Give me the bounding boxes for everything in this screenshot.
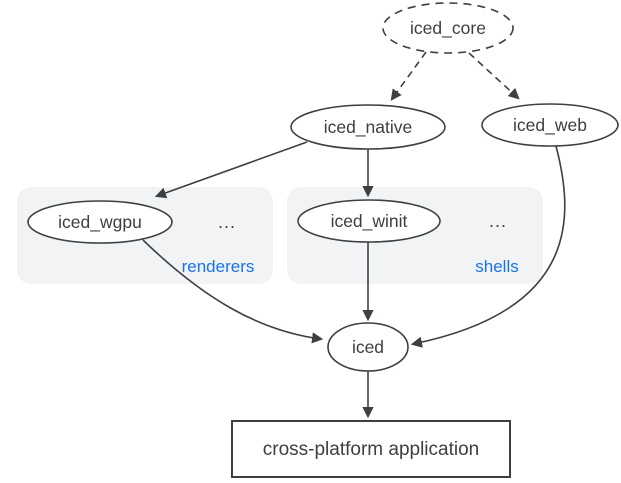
edge-iced-native-to-iced-wgpu xyxy=(154,141,308,199)
node-iced-core xyxy=(382,2,514,54)
edge-iced-core-to-iced-native xyxy=(390,51,427,101)
labels-layer: iced_core iced_native iced_web iced_wgpu… xyxy=(58,18,587,460)
node-iced-web xyxy=(481,103,619,147)
shells-group-label: shells xyxy=(475,257,518,276)
node-iced-core-label: iced_core xyxy=(410,18,486,39)
node-iced-label: iced xyxy=(352,337,384,357)
node-application xyxy=(231,420,511,478)
node-iced-native xyxy=(290,104,446,150)
node-iced-winit-label: iced_winit xyxy=(331,211,408,232)
shells-ellipsis: ... xyxy=(489,211,507,231)
node-iced-native-label: iced_native xyxy=(324,117,413,138)
renderers-group-label: renderers xyxy=(182,257,255,276)
node-iced xyxy=(327,322,409,372)
renderers-ellipsis: ... xyxy=(218,212,236,232)
node-application-label: cross-platform application xyxy=(263,439,479,460)
node-iced-wgpu xyxy=(27,200,173,244)
edge-iced-wgpu-to-iced xyxy=(142,239,324,344)
node-iced-web-label: iced_web xyxy=(513,115,587,136)
node-iced-wgpu-label: iced_wgpu xyxy=(58,212,142,233)
edge-iced-core-to-iced-web xyxy=(468,52,520,100)
nodes-layer xyxy=(27,2,619,478)
node-iced-winit xyxy=(297,199,441,243)
edges-layer xyxy=(142,51,566,419)
edge-iced-web-to-iced xyxy=(410,145,566,348)
